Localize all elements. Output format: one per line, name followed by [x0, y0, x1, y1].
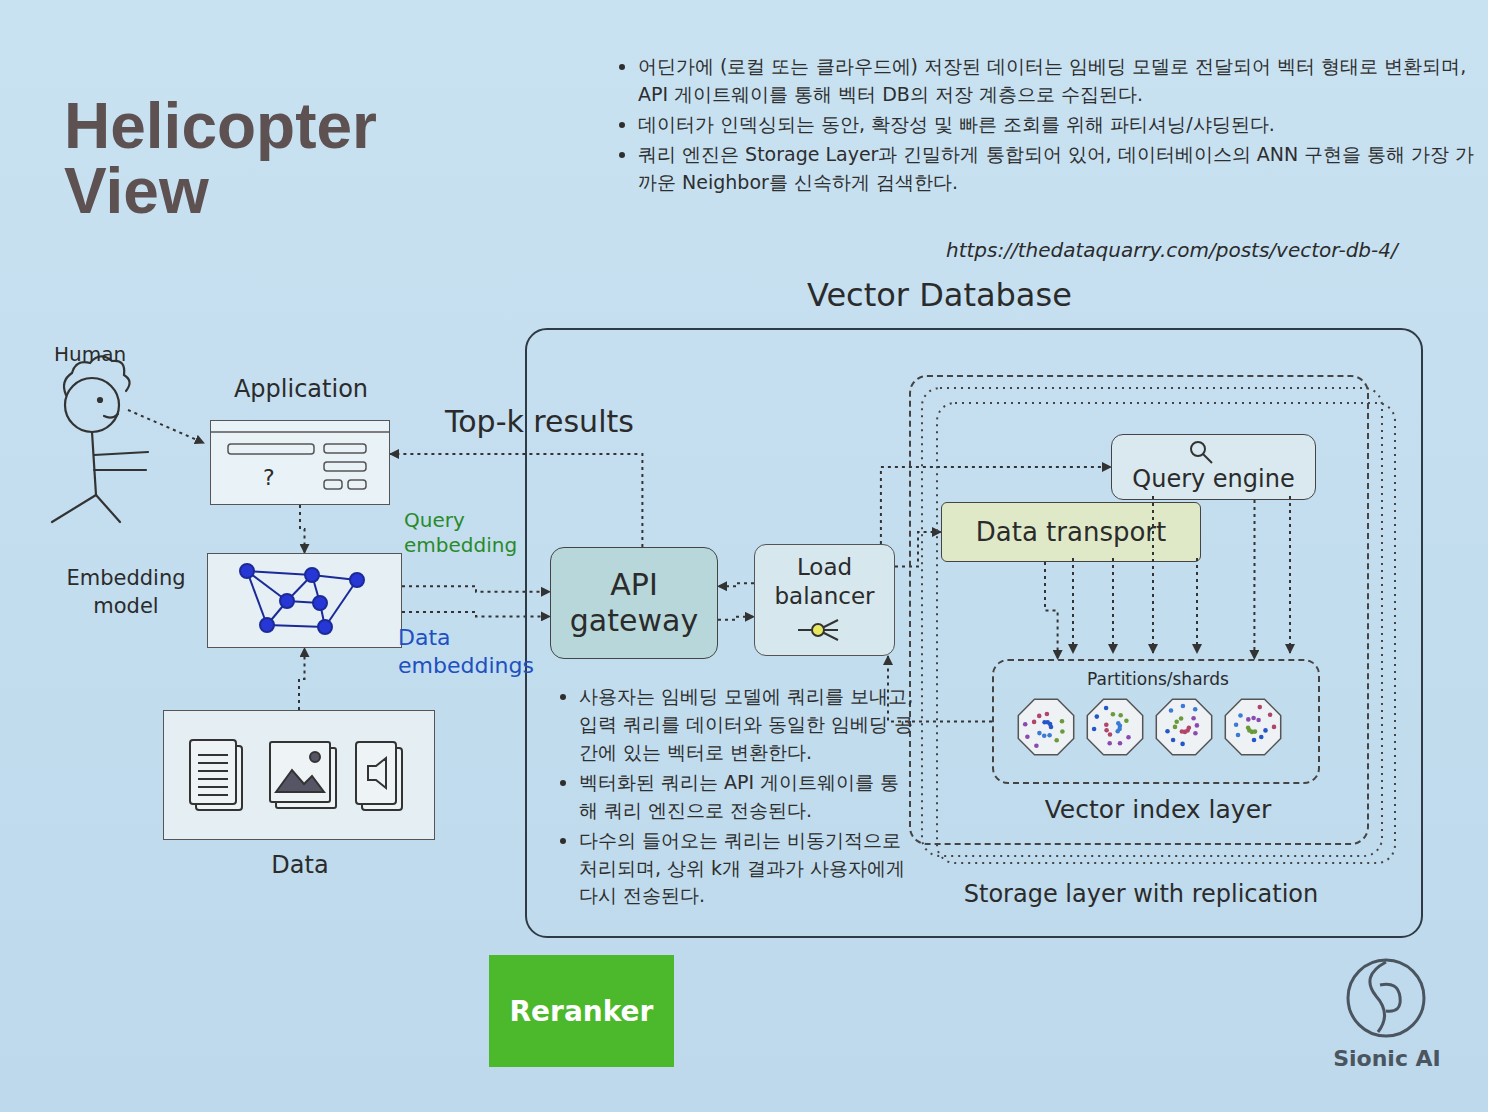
- vector-index-layer-boundary: Partitions/shardsVector index layer: [992, 659, 1320, 784]
- container-heading: Storage layer with replication: [911, 880, 1371, 908]
- edge-label: Data embeddings: [398, 624, 548, 679]
- dotted-connector: [402, 612, 550, 617]
- application-box: Application?: [210, 420, 390, 505]
- magnifier-icon: [1191, 442, 1212, 463]
- box-label: Load balancer: [762, 553, 887, 611]
- edge-label: Top-k results: [445, 404, 634, 439]
- note-bullet: 데이터가 인덱싱되는 동안, 확장성 및 빠른 조회를 위해 파티셔닝/샤딩된다…: [638, 110, 1486, 138]
- source-url: https://thedataquarry.com/posts/vector-d…: [946, 238, 1398, 262]
- load-balancer-icon: [798, 620, 838, 640]
- placeholder-text: ?: [263, 465, 275, 490]
- box-label: API gateway: [559, 567, 709, 639]
- dotted-connector: [1253, 500, 1255, 659]
- edge-label: Query embedding: [404, 508, 534, 558]
- box-heading: Data: [164, 851, 436, 879]
- api-gateway-box: API gateway: [550, 547, 718, 659]
- application-window-icon: [211, 432, 389, 489]
- box-label: Reranker: [510, 995, 654, 1028]
- data-transport-box: Data transport: [941, 502, 1201, 562]
- note-bullet: 다수의 들어오는 쿼리는 비동기적으로 처리되며, 상위 k개 결과가 사용자에…: [579, 827, 914, 911]
- box-heading: Embedding model: [56, 564, 196, 621]
- network-graph-icon: [240, 564, 364, 634]
- dotted-connector: [299, 648, 305, 710]
- note-bullet: 어딘가에 (로컬 또는 클라우드에) 저장된 데이터는 임베딩 모델로 전달되어…: [638, 52, 1486, 108]
- dotted-connector: [1045, 562, 1058, 659]
- logo-text: Sionic AI: [1318, 1046, 1456, 1071]
- region-label: Partitions/shards: [994, 669, 1322, 689]
- data-icons: [190, 740, 402, 810]
- actor-label: Human: [54, 342, 126, 366]
- note-bullet: 벡터화된 쿼리는 API 게이트웨이를 통해 쿼리 엔진으로 전송된다.: [579, 769, 914, 825]
- load-balancer-box: Load balancer: [754, 544, 895, 656]
- storage-layer-boundary: Storage layer with replicationQuery engi…: [909, 375, 1369, 845]
- note-bullet: 사용자는 임베딩 모델에 쿼리를 보내고, 입력 쿼리를 데이터와 동일한 임베…: [579, 683, 914, 767]
- dotted-connector: [718, 617, 754, 620]
- data-box: Data: [163, 710, 435, 840]
- replica-outline: [937, 403, 1395, 863]
- dotted-connector: [402, 586, 550, 592]
- box-label: Data transport: [976, 517, 1166, 547]
- human-figure: [52, 356, 148, 522]
- shard-arrows: [1073, 496, 1290, 653]
- note-list: 어딘가에 (로컬 또는 클라우드에) 저장된 데이터는 임베딩 모델로 전달되어…: [612, 52, 1486, 199]
- note-list: 사용자는 임베딩 모델에 쿼리를 보내고, 입력 쿼리를 데이터와 동일한 임베…: [553, 683, 914, 912]
- embedding-model-box: Embedding model: [207, 553, 402, 648]
- box-heading: Application: [191, 375, 411, 403]
- query-engine-box: Query engine: [1111, 434, 1316, 500]
- sionic-logo: [1348, 960, 1424, 1036]
- box-label: Query engine: [1132, 465, 1294, 493]
- note-bullet: 쿼리 엔진은 Storage Layer과 긴밀하게 통합되어 있어, 데이터베…: [638, 140, 1486, 196]
- container-heading: Vector index layer: [994, 795, 1322, 824]
- dotted-connector: [718, 583, 754, 586]
- slide-title: Helicopter View: [64, 94, 404, 225]
- reranker-box: Reranker: [489, 955, 674, 1067]
- replica-outline: [922, 388, 1382, 856]
- gaze-arrow: [128, 410, 204, 443]
- container-heading: Vector Database: [807, 276, 1072, 314]
- shard-octagons: [1018, 699, 1280, 754]
- dotted-connector: [300, 505, 305, 553]
- dotted-connector: [895, 532, 941, 566]
